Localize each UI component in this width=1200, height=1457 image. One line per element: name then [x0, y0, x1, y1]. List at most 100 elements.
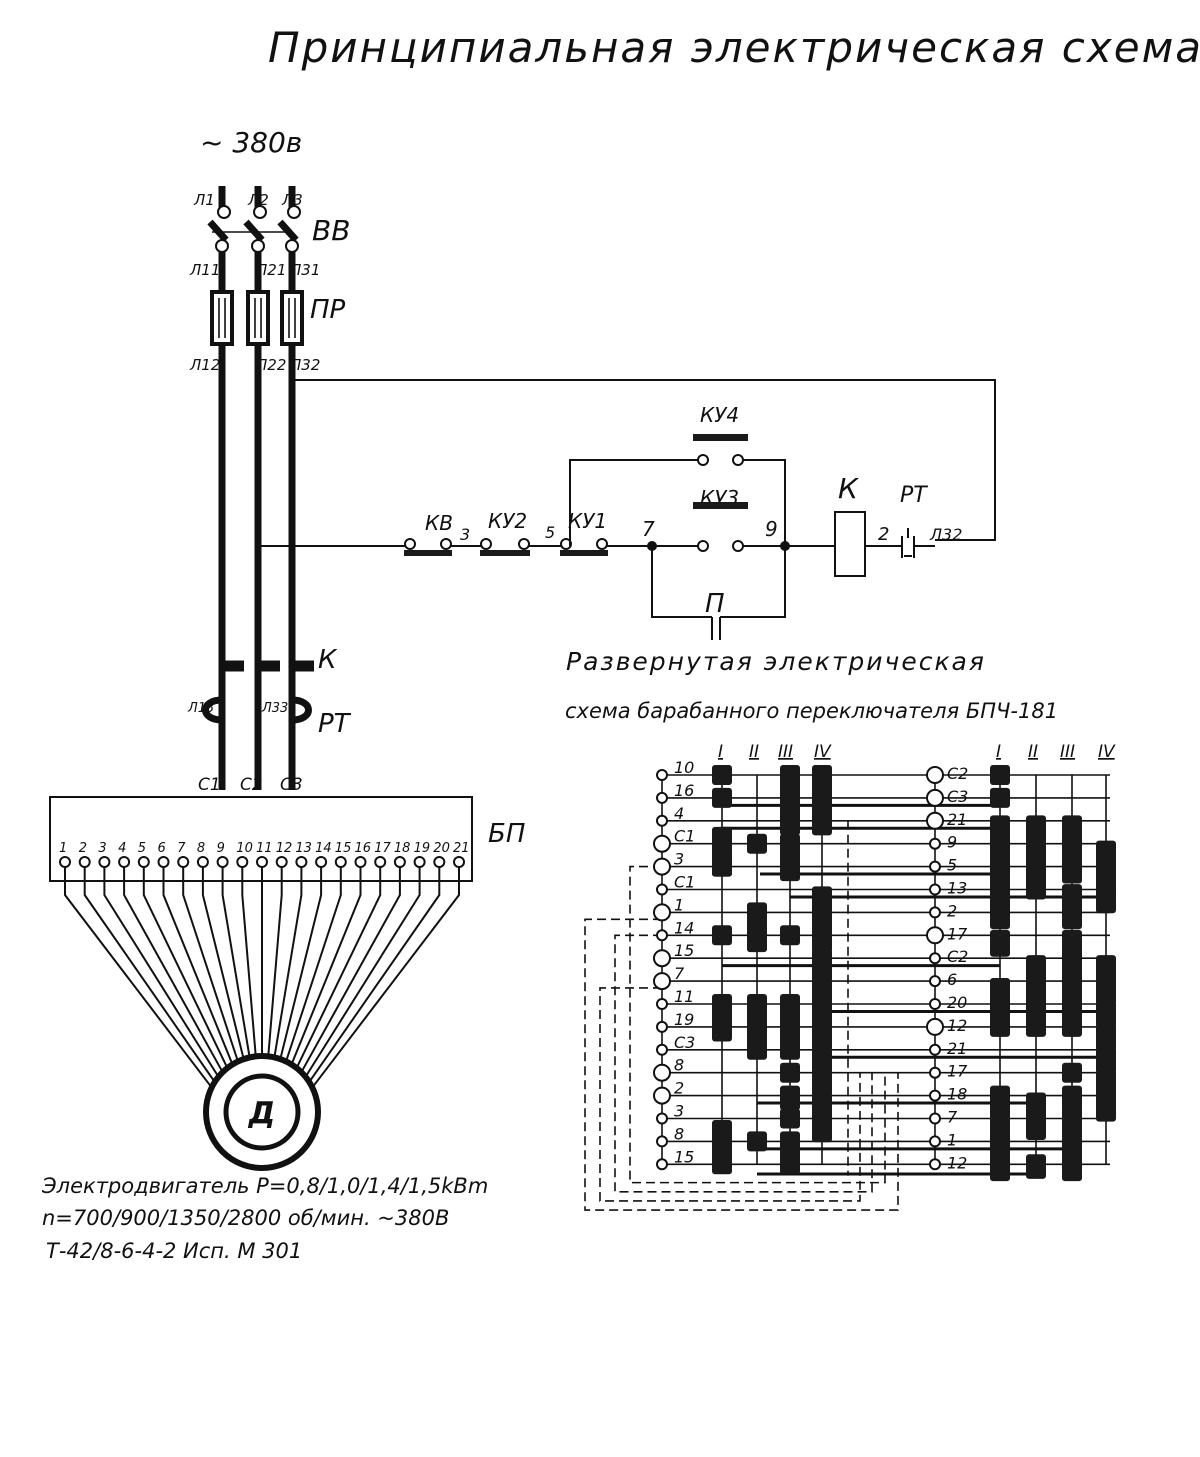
- drum-contact-block: [747, 833, 767, 854]
- drum-terminal-label: 7: [674, 964, 685, 983]
- line-label: Л31: [289, 261, 320, 279]
- motor-label-layer: Д: [248, 1096, 276, 1131]
- drum-contact-block: [747, 994, 767, 1060]
- junction: [255, 543, 261, 549]
- drum-contact-block: [780, 833, 800, 882]
- node-5-label: 5: [545, 523, 555, 542]
- drum-column-header: III: [778, 742, 793, 762]
- node-7-label: 7: [642, 517, 655, 541]
- drum-contact-block: [812, 948, 832, 982]
- motor-spec-line-2: n=700/900/1350/2800 об/мин. ~380В: [42, 1206, 449, 1230]
- panel-terminal-number: 16: [355, 841, 372, 856]
- motor-winding-lead: [83, 867, 215, 1081]
- push-button-terminal: [697, 540, 709, 552]
- drum-contact-block: [990, 1085, 1010, 1143]
- node-3-label: 3: [460, 525, 470, 544]
- drum-contact-block: [812, 886, 832, 953]
- line-label: Л13: [187, 701, 214, 716]
- drum-terminal-right: [929, 860, 941, 873]
- thermal-heater-icon: [291, 696, 312, 724]
- drum-terminal-label: С2: [947, 947, 968, 966]
- drum-contact-block: [1062, 815, 1082, 866]
- panel-terminal: [295, 856, 308, 868]
- drum-terminal-label: 16: [674, 781, 694, 800]
- drum-contact-block: [812, 765, 832, 836]
- drum-contact-block: [712, 925, 732, 946]
- drum-contact-block: [1026, 1092, 1046, 1140]
- drum-terminal-label: 21: [947, 1039, 967, 1058]
- drum-terminal-right: [929, 975, 941, 988]
- motor-winding-lead: [285, 867, 342, 1060]
- normally-closed-contact-bar: [560, 550, 608, 556]
- drum-contact-block: [1096, 1046, 1116, 1074]
- button-ku2-label: КУ2: [488, 509, 527, 533]
- switch-terminal: [215, 239, 229, 253]
- drum-terminal-label: С2: [947, 764, 968, 783]
- drum-terminal-left: [653, 857, 671, 876]
- panel-terminal: [413, 856, 426, 868]
- drum-contact-block: [780, 1131, 800, 1175]
- drum-contact-block: [1062, 1135, 1082, 1182]
- motor-winding-lead: [273, 867, 303, 1056]
- dashed-jumper: [629, 865, 886, 1184]
- line-label: Л12: [189, 356, 220, 374]
- contactor-coil-icon: [834, 511, 866, 577]
- drum-terminal-label: 1: [947, 1130, 957, 1149]
- button-ku1-label: КУ1: [568, 509, 607, 533]
- contact-terminal: [596, 538, 608, 550]
- panel-terminal: [59, 856, 71, 868]
- switch-terminal: [217, 205, 231, 219]
- drum-contact-block: [747, 1131, 767, 1152]
- push-button-icon: [693, 502, 748, 509]
- drum-contact-block: [712, 765, 732, 785]
- panel-terminal-number: 11: [256, 841, 273, 856]
- drum-terminal-right: [929, 1066, 941, 1079]
- panel-terminal: [334, 856, 347, 868]
- drum-terminal-right: [929, 906, 941, 919]
- drum-contact-block: [990, 977, 1010, 1037]
- switch-terminal: [253, 205, 267, 219]
- drum-terminal-right: [929, 998, 941, 1010]
- drum-terminal-label: 15: [674, 941, 694, 960]
- drum-contact-block: [780, 1062, 800, 1083]
- switch-terminal: [287, 205, 301, 219]
- l32-label: Л32: [929, 525, 962, 544]
- drum-contact-block: [780, 994, 800, 1060]
- drum-contact-block: [1096, 1023, 1116, 1051]
- panel-terminal: [98, 856, 111, 868]
- drum-contact-block: [990, 929, 1010, 957]
- drum-terminal-label: 9: [947, 833, 957, 852]
- push-button-terminal: [732, 540, 744, 552]
- panel-terminal-number: 15: [335, 841, 352, 856]
- panel-terminal-number: 9: [217, 841, 225, 856]
- contactor-label: К: [318, 645, 338, 675]
- panel-terminal: [374, 856, 387, 868]
- node-9-label: 9: [765, 517, 778, 541]
- panel-terminal-number: 17: [374, 841, 391, 856]
- switch-terminal: [285, 239, 299, 253]
- thermal-heater-icon: [202, 696, 223, 724]
- drum-column-header: III: [1060, 742, 1075, 762]
- motor-winding-lead: [64, 867, 212, 1087]
- switch-blade: [207, 219, 229, 243]
- drum-terminal-left: [656, 1158, 668, 1171]
- drum-contact-block: [1096, 840, 1116, 893]
- panel-label: БП: [488, 819, 525, 849]
- drum-terminal-left: [656, 1112, 668, 1125]
- contact-terminal: [440, 538, 452, 550]
- line-in-label: Л3: [281, 191, 303, 209]
- drum-terminal-label: 15: [674, 1147, 694, 1166]
- drum-contact-block: [1062, 1108, 1082, 1140]
- drum-contact-block: [747, 902, 767, 953]
- line-label: Л11: [189, 261, 220, 279]
- motor-phase-label: С1: [198, 775, 221, 795]
- panel-terminal: [275, 856, 288, 868]
- push-button-icon: [693, 434, 748, 441]
- contactor-main-contact: [288, 650, 314, 668]
- drum-terminal-label: 11: [674, 987, 694, 1006]
- contactor-coil-label: К: [838, 472, 859, 505]
- motor-winding-lead: [221, 867, 251, 1056]
- panel-terminal-number: 14: [315, 841, 332, 856]
- motor-winding-lead: [123, 867, 223, 1071]
- drum-contact-block: [1026, 856, 1046, 900]
